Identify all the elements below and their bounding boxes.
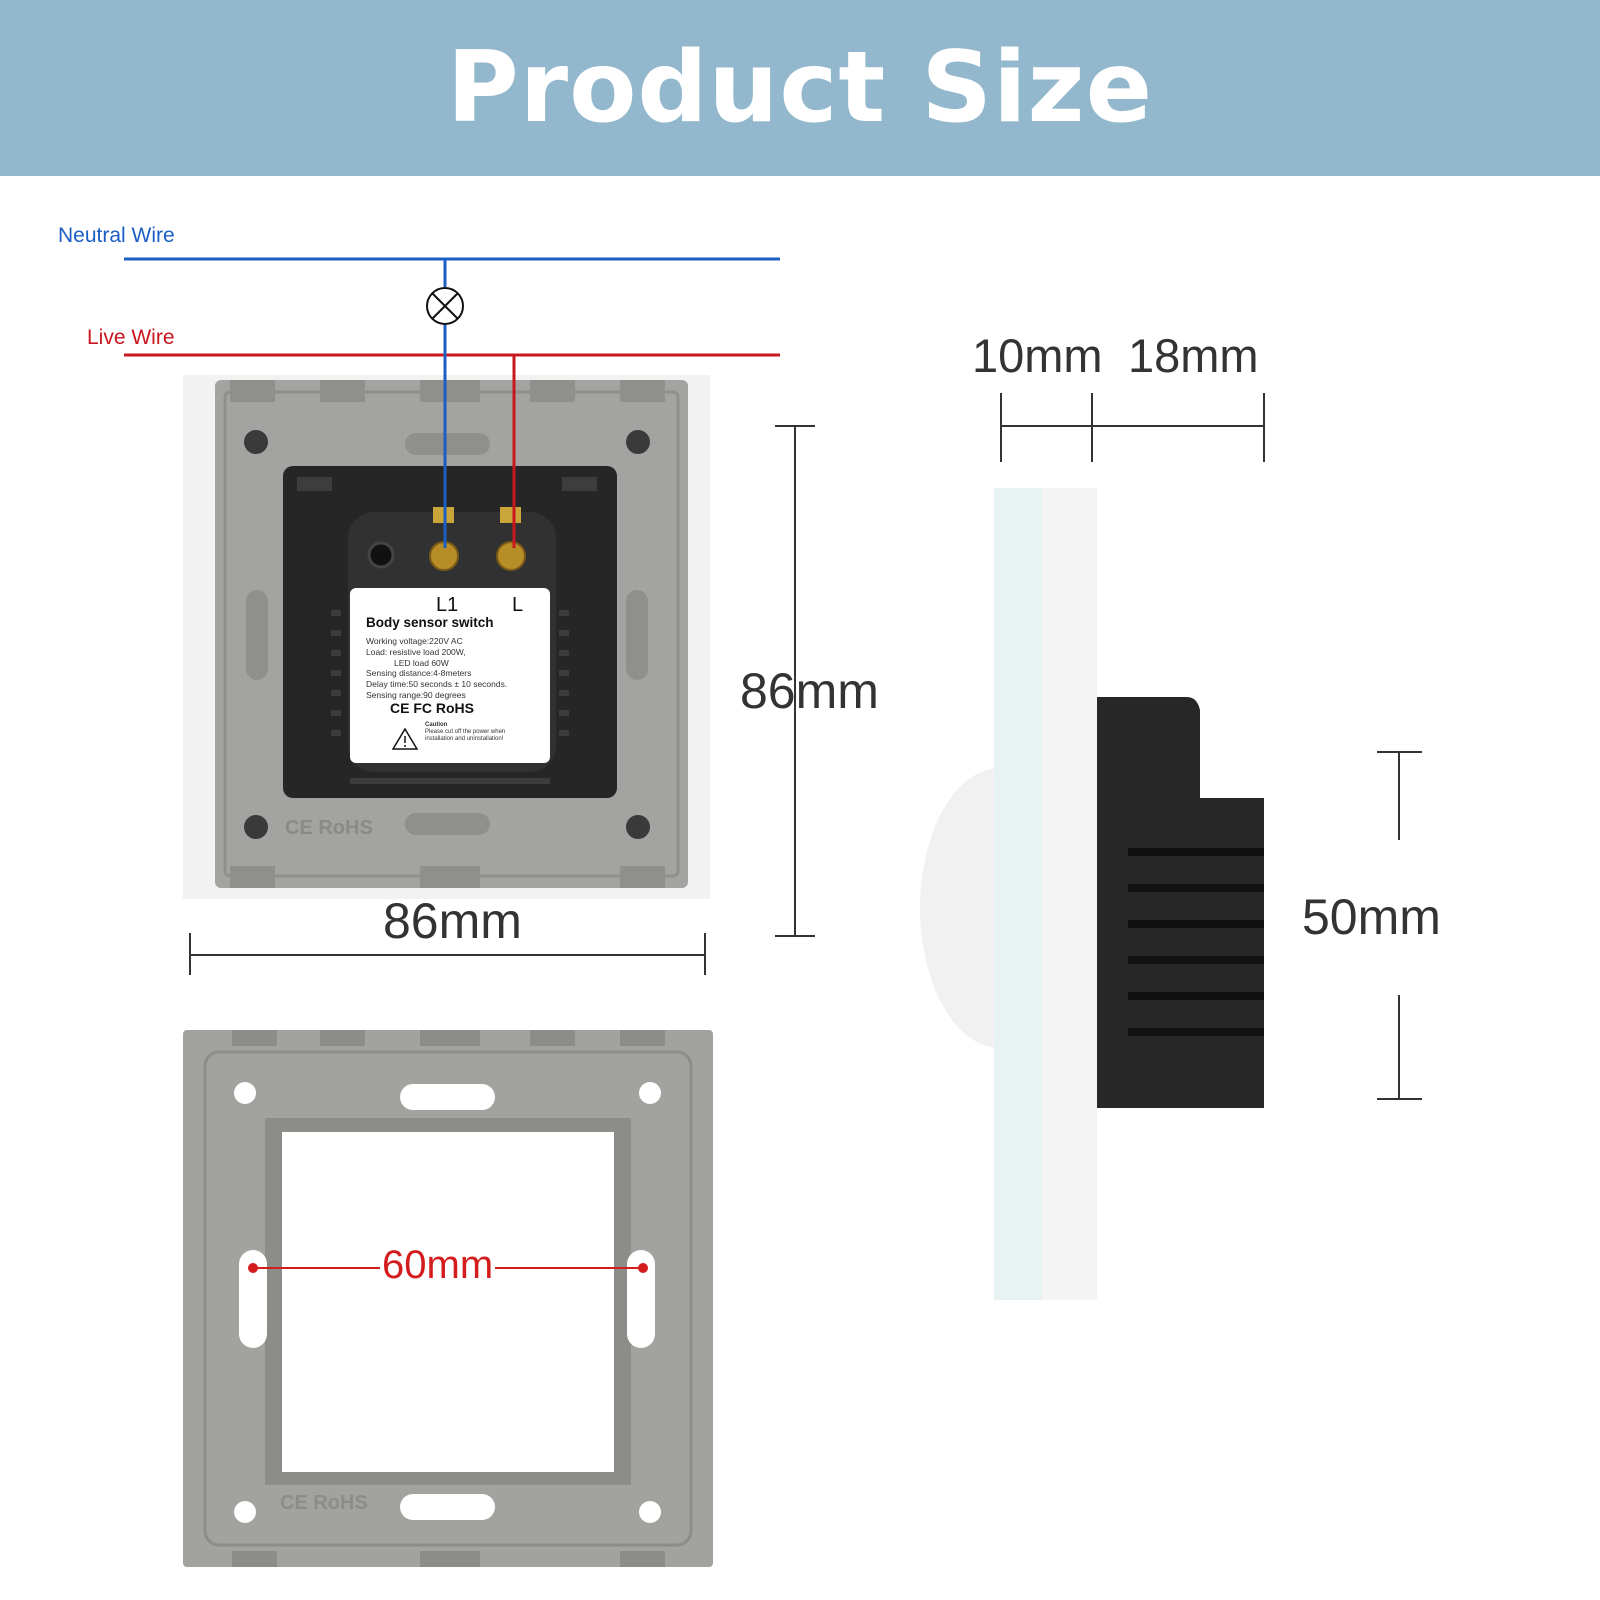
caution-text: Please cut off the power when installati… (425, 729, 506, 742)
screw-hole (244, 815, 268, 839)
frame-slot (400, 1084, 495, 1110)
neutral-wire-label: Neutral Wire (58, 224, 175, 247)
terminal-l-screw (496, 541, 526, 571)
frame-opening (282, 1132, 614, 1472)
height-dimension-label: 86mm (740, 663, 879, 719)
switch-side-view (920, 488, 1264, 1300)
spec-line: LED load 60W (394, 658, 449, 668)
terminal-l-label: L (512, 594, 524, 616)
svg-text:CE RoHS: CE RoHS (285, 817, 373, 839)
frame-hole (234, 1082, 256, 1104)
screw-hole (244, 430, 268, 454)
frame-slot (400, 1494, 495, 1520)
width-dimension-label: 86mm (383, 893, 522, 949)
mounting-frame: CE RoHS (183, 1030, 713, 1567)
wiring-diagram (124, 257, 780, 548)
sticker-title: Body sensor switch (366, 615, 494, 630)
frame-slot (627, 1250, 655, 1348)
caution-block: Caution Please cut off the power when in… (425, 722, 535, 743)
frame-hole (639, 1501, 661, 1523)
warning-icon (392, 728, 418, 750)
switch-body-side (1097, 697, 1264, 1108)
page-title: Product Size (446, 31, 1154, 145)
glass-edge (994, 488, 1042, 1300)
hole-spacing-label: 60mm (380, 1243, 496, 1288)
spec-line: Load: resistive load 200W, (366, 647, 466, 657)
body-height-label: 50mm (1302, 889, 1441, 945)
panel-back (1042, 488, 1097, 1300)
spec-line: Sensing distance:4-8meters (366, 668, 472, 678)
live-wire-label: Live Wire (87, 326, 175, 349)
product-label-sticker: L1 L Body sensor switch Working voltage:… (350, 588, 550, 763)
panel-thickness-label: 10mm (972, 329, 1103, 382)
frame-hole (234, 1501, 256, 1523)
frame-slot (239, 1250, 267, 1348)
caution-title: Caution (425, 722, 448, 728)
svg-text:CE RoHS: CE RoHS (280, 1492, 368, 1514)
frame-hole (639, 1082, 661, 1104)
screw-hole (626, 430, 650, 454)
header-banner: Product Size (0, 0, 1600, 176)
terminal-hole (367, 541, 395, 569)
spec-line: Delay time:50 seconds ± 10 seconds. (366, 679, 508, 689)
body-depth-label: 18mm (1128, 329, 1259, 382)
screw-hole (626, 815, 650, 839)
spec-line: Working voltage:220V AC (366, 636, 463, 646)
terminal-l1-label: L1 (436, 594, 459, 616)
spec-line: Sensing range:90 degrees (366, 690, 466, 700)
lamp-icon (426, 287, 464, 325)
certification-marks: CE FC RoHS (390, 700, 474, 716)
